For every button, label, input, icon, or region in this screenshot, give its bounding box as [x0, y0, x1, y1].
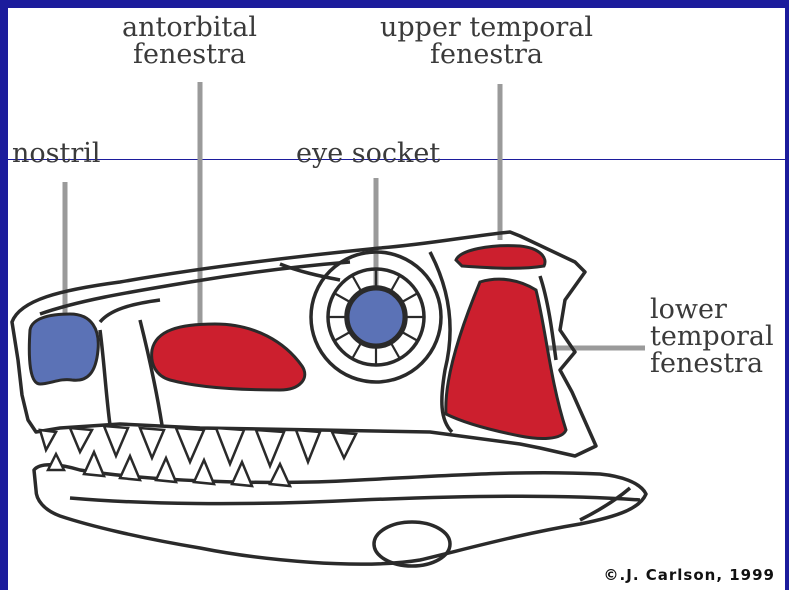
lower-temporal-fenestra-label: lower temporal fenestra	[650, 296, 774, 377]
nostril-label: nostril	[12, 140, 101, 167]
credit-text: ©.J. Carlson, 1999	[604, 566, 775, 584]
antorbital-fenestra-label: antorbital fenestra	[122, 14, 257, 68]
antorbital-fenestra-opening	[152, 324, 305, 390]
upper-temporal-fenestra-label: upper temporal fenestra	[380, 14, 593, 68]
nostril-opening	[29, 314, 98, 384]
upper-teeth	[40, 426, 356, 466]
eye-socket-label: eye socket	[296, 140, 440, 167]
lower-jaw	[34, 465, 646, 566]
upper-temporal-fenestra-opening	[456, 246, 545, 269]
eye-socket-opening	[348, 289, 404, 345]
